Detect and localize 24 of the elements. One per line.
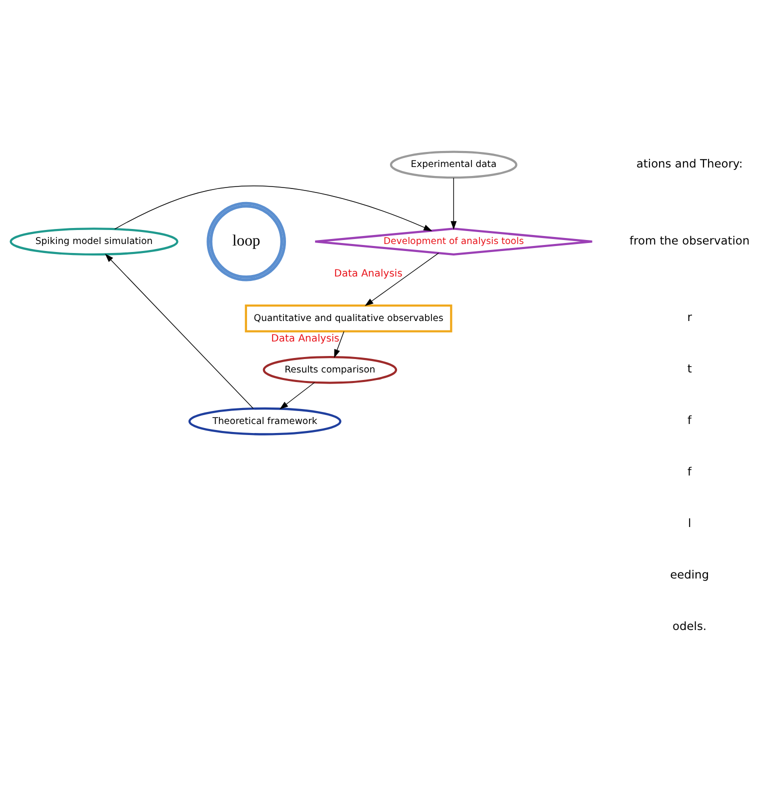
node-ellipse: Theoretical framework bbox=[188, 407, 342, 436]
label: f bbox=[688, 413, 692, 428]
label: eeding bbox=[670, 568, 710, 582]
node-diamond: Development of analysis tools bbox=[314, 228, 594, 256]
label: f bbox=[688, 464, 692, 479]
arrow bbox=[105, 254, 254, 409]
label: l bbox=[688, 516, 692, 530]
node-circle: loop bbox=[206, 202, 286, 282]
arrow bbox=[364, 252, 439, 306]
arrow bbox=[450, 178, 457, 230]
arrow bbox=[280, 382, 315, 410]
node-box: Quantitative and qualitative observables bbox=[244, 304, 452, 332]
node-ellipse: Results comparison bbox=[262, 356, 398, 384]
label: from the observation bbox=[629, 233, 750, 248]
label: t bbox=[687, 362, 692, 376]
arrow bbox=[114, 186, 432, 232]
label: r bbox=[687, 310, 692, 324]
edge-label: Data Analysis bbox=[271, 334, 340, 345]
arrow bbox=[334, 331, 344, 358]
label: odels. bbox=[672, 618, 707, 633]
node-ellipse: Experimental data bbox=[390, 150, 518, 179]
node-ellipse: Spiking model simulation bbox=[10, 228, 178, 256]
edge-label: Data Analysis bbox=[334, 268, 402, 280]
label: ations and Theory: bbox=[636, 156, 743, 170]
